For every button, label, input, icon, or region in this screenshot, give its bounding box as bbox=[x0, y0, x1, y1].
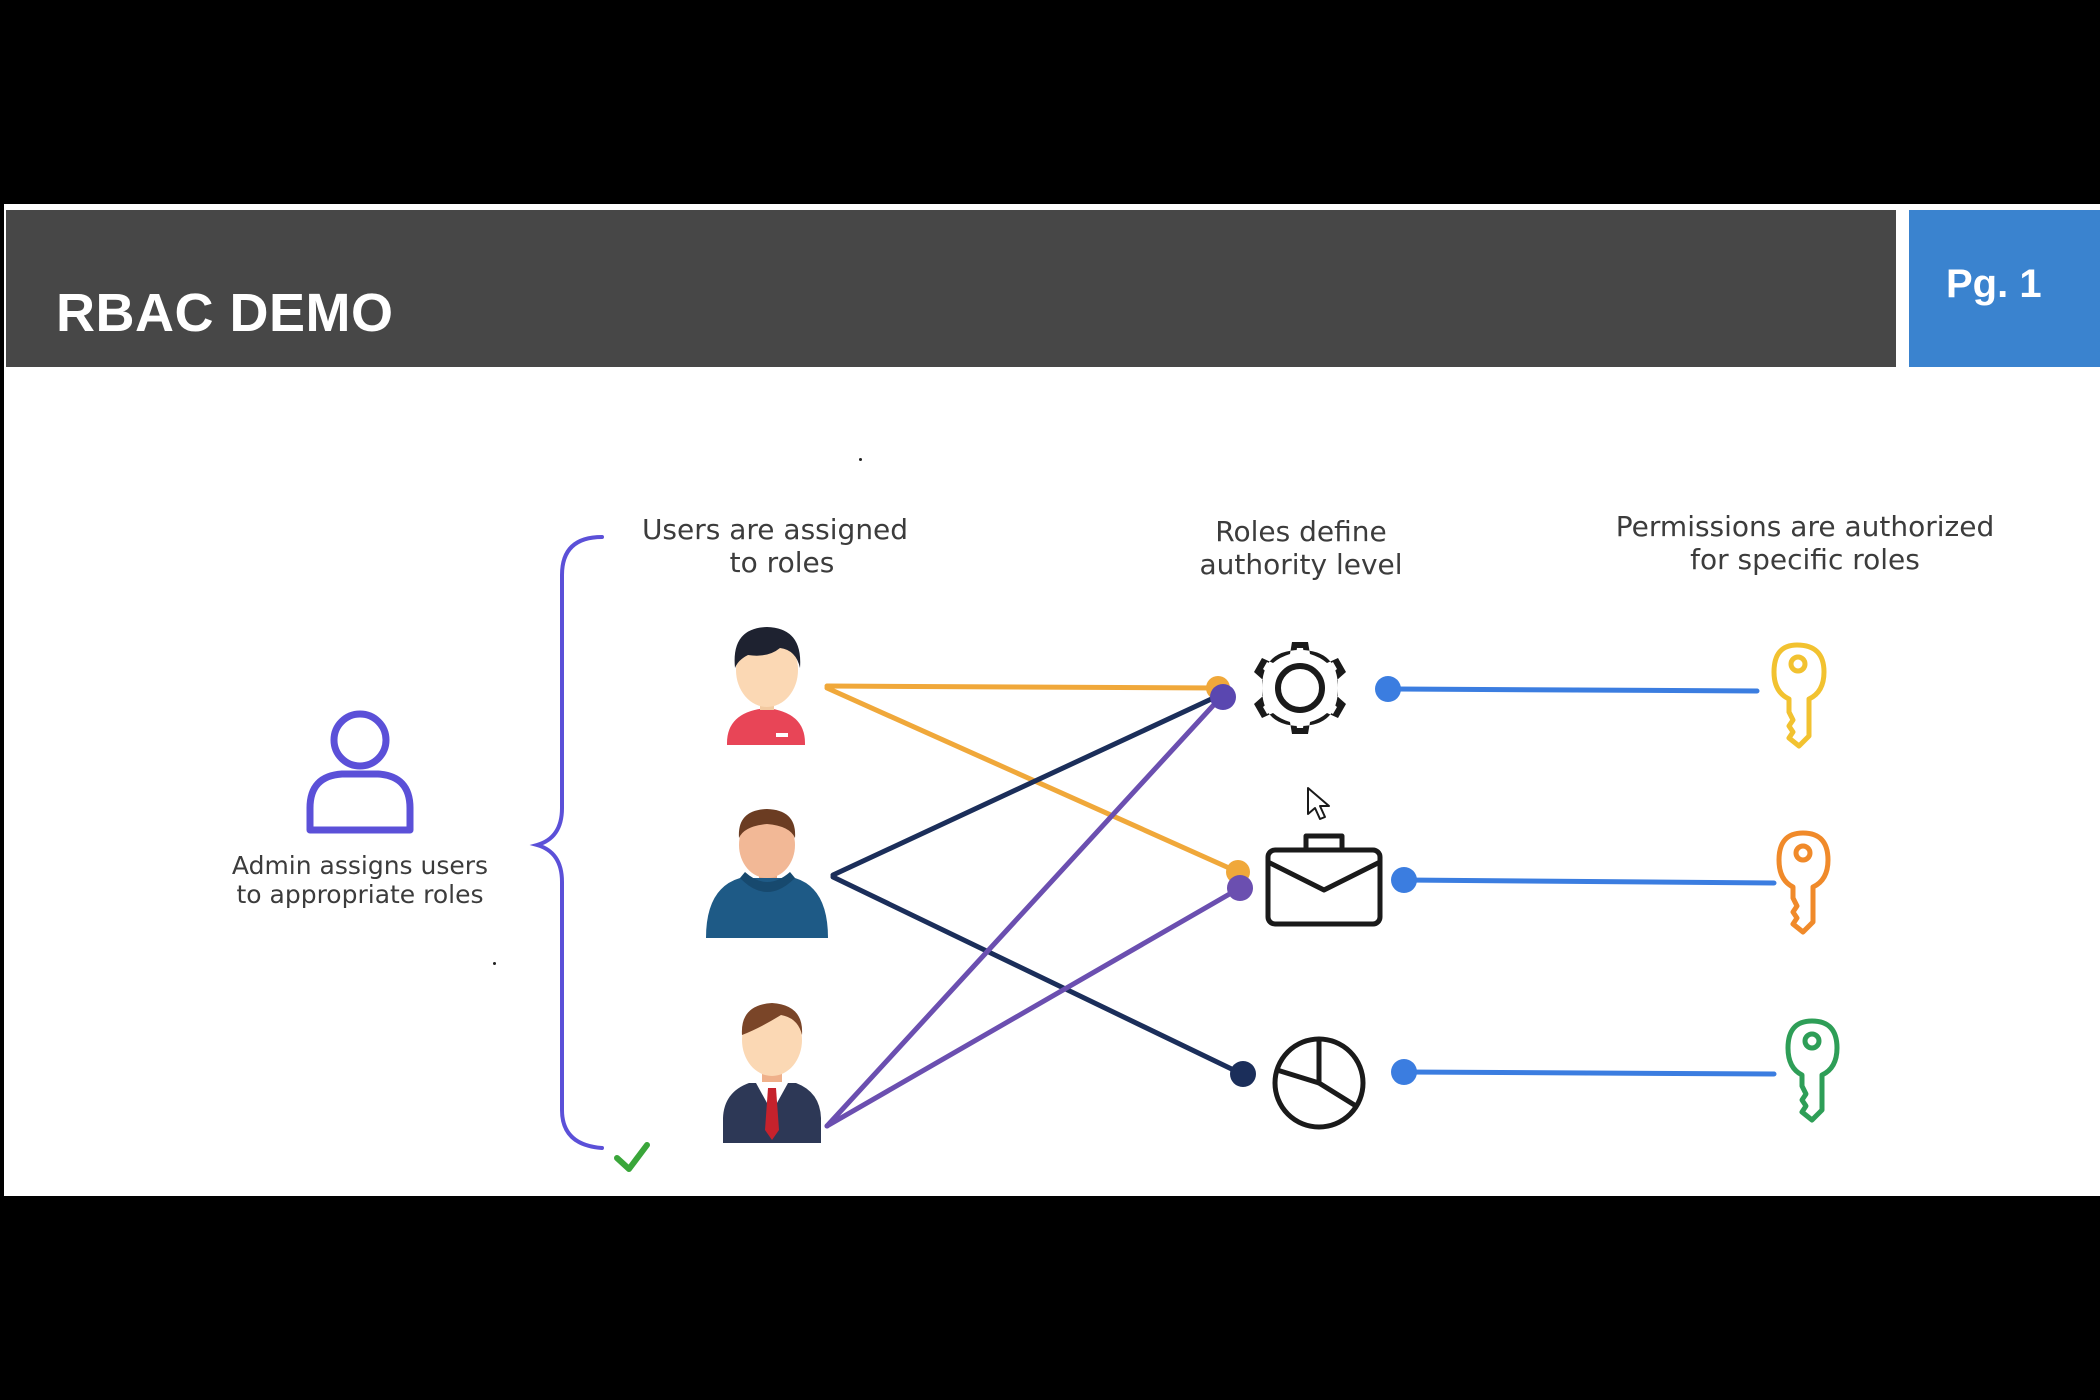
slide-title: RBAC DEMO bbox=[56, 283, 394, 343]
admin-user-outline-icon bbox=[306, 710, 414, 834]
permission-lines bbox=[1385, 686, 1777, 1077]
speck bbox=[493, 962, 496, 965]
gear-icon bbox=[1254, 642, 1346, 734]
key-icon bbox=[1776, 830, 1831, 935]
assignment-line bbox=[830, 874, 1245, 1077]
page-tab bbox=[1909, 210, 2100, 367]
grouping-bracket bbox=[529, 535, 604, 1150]
page-number-label: Pg. 1 bbox=[1946, 262, 2042, 306]
briefcase-icon bbox=[1265, 833, 1383, 927]
mouse-cursor-icon bbox=[1307, 787, 1330, 820]
assignment-line bbox=[824, 683, 1221, 691]
users-heading-line-1: Users are assigned bbox=[642, 513, 908, 546]
pie-chart-icon bbox=[1272, 1036, 1366, 1130]
assignment-line bbox=[824, 694, 1224, 1129]
roles-heading-line-1: Roles define bbox=[1215, 515, 1386, 548]
user-blue-hoodie-icon bbox=[706, 809, 828, 938]
permission-line bbox=[1385, 686, 1760, 694]
check-icon bbox=[614, 1142, 650, 1172]
key-icon bbox=[1771, 642, 1827, 749]
roles-heading-line-2: authority level bbox=[1199, 548, 1402, 581]
assignment-line bbox=[824, 885, 1243, 1129]
connector-dot bbox=[1391, 867, 1417, 893]
permissions-heading-line-1: Permissions are authorized bbox=[1616, 510, 1994, 543]
user-red-shirt-icon bbox=[727, 627, 805, 745]
slide-canvas bbox=[4, 204, 2100, 1196]
connector-dot bbox=[1227, 875, 1253, 901]
user-suit-icon bbox=[723, 1003, 821, 1143]
users-heading-line-2: to roles bbox=[730, 546, 835, 579]
speck bbox=[859, 458, 862, 461]
assignment-line bbox=[830, 692, 1223, 878]
permission-line bbox=[1401, 877, 1777, 886]
header-bar bbox=[6, 210, 1896, 367]
assignment-lines bbox=[824, 683, 1245, 1129]
permissions-heading-line-2: for specific roles bbox=[1690, 543, 1920, 576]
admin-caption-line-2: to appropriate roles bbox=[236, 880, 483, 909]
connector-dot bbox=[1230, 1061, 1256, 1087]
admin-caption-line-1: Admin assigns users bbox=[232, 851, 488, 880]
connector-dot bbox=[1375, 676, 1401, 702]
connector-dot bbox=[1210, 684, 1236, 710]
permission-line bbox=[1401, 1069, 1777, 1077]
key-icon bbox=[1785, 1018, 1840, 1123]
connector-dot bbox=[1391, 1059, 1417, 1085]
